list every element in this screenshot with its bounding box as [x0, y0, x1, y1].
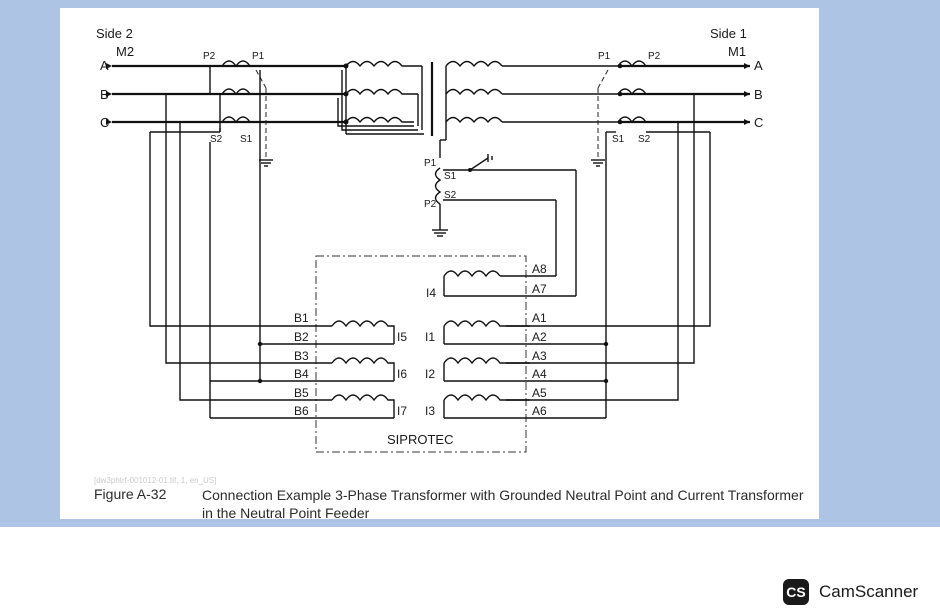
- m1-label: M1: [728, 44, 746, 59]
- i7-label: I7: [397, 404, 407, 418]
- terminal-b3: B3: [294, 349, 309, 363]
- phase-b-left-label: B: [100, 87, 109, 102]
- side-2-label: Side 2: [96, 26, 133, 41]
- phase-b-right-label: B: [754, 87, 763, 102]
- figure-number: Figure A-32: [94, 486, 167, 502]
- primary-windings: [337, 60, 434, 136]
- terminal-a8: A8: [532, 262, 547, 276]
- right-ct-p1-label: P1: [598, 51, 611, 62]
- right-ct-p2-label: P2: [648, 51, 661, 62]
- terminal-a4: A4: [532, 367, 547, 381]
- siprotec-label: SIPROTEC: [387, 432, 453, 447]
- siprotec-box: [315, 255, 527, 453]
- terminal-a1: A1: [532, 311, 547, 325]
- terminal-b6: B6: [294, 404, 309, 418]
- i2-label: I2: [425, 367, 435, 381]
- figure-caption-text: Connection Example 3-Phase Transformer w…: [202, 487, 804, 521]
- neutral-ct-s2-label: S2: [444, 190, 457, 201]
- neutral-ct-s1-label: S1: [444, 171, 457, 182]
- m2-label: M2: [116, 44, 134, 59]
- side-1-label: Side 1: [710, 26, 747, 41]
- i5-label: I5: [397, 330, 407, 344]
- secondary-windings: [439, 60, 623, 158]
- neutral-ct-p1-label: P1: [424, 158, 437, 169]
- neutral-ct-p2-label: P2: [424, 199, 437, 210]
- terminal-a7: A7: [532, 282, 547, 296]
- terminal-b4: B4: [294, 367, 309, 381]
- relay-input-coils: [310, 270, 606, 419]
- caption-doc-id: [dw3phtrf-001012-01.tif, 1, en_US]: [94, 476, 217, 485]
- right-secondary-wiring: [506, 93, 711, 418]
- phase-c-right-label: C: [754, 115, 763, 130]
- phase-a-right-label: A: [754, 58, 763, 73]
- neutral-current-transformer: P1 P2 S1 S2: [424, 154, 577, 296]
- i4-label: I4: [426, 286, 436, 300]
- left-current-transformers: P2 P1 S2 S1: [203, 51, 273, 167]
- i6-label: I6: [397, 367, 407, 381]
- phase-c-left-label: C: [100, 115, 109, 130]
- phase-a-left-label: A: [100, 58, 109, 73]
- right-ct-s2-label: S2: [638, 134, 651, 145]
- left-secondary-wiring: [149, 65, 332, 419]
- camscanner-name: CamScanner: [819, 582, 919, 601]
- transformer-connection-diagram: Side 2 Side 1 M2 M1 A B C A B C: [96, 26, 763, 453]
- i3-label: I3: [425, 404, 435, 418]
- left-phase-conductors: [106, 63, 349, 125]
- i1-label: I1: [425, 330, 435, 344]
- document-page: Side 2 Side 1 M2 M1 A B C A B C: [60, 8, 819, 521]
- terminal-b2: B2: [294, 330, 309, 344]
- terminal-b5: B5: [294, 386, 309, 400]
- terminal-a3: A3: [532, 349, 547, 363]
- right-ct-s1-label: S1: [612, 134, 625, 145]
- left-ct-p2-label: P2: [203, 51, 216, 62]
- terminal-a5: A5: [532, 386, 547, 400]
- terminal-a2: A2: [532, 330, 547, 344]
- left-ct-s2-label: S2: [210, 134, 223, 145]
- left-ct-s1-label: S1: [240, 134, 253, 145]
- left-ct-p1-label: P1: [252, 51, 265, 62]
- terminal-b1: B1: [294, 311, 309, 325]
- camscanner-logo-icon: CS: [783, 579, 809, 605]
- terminal-a6: A6: [532, 404, 547, 418]
- right-current-transformers: P1 P2 S1 S2: [591, 51, 661, 167]
